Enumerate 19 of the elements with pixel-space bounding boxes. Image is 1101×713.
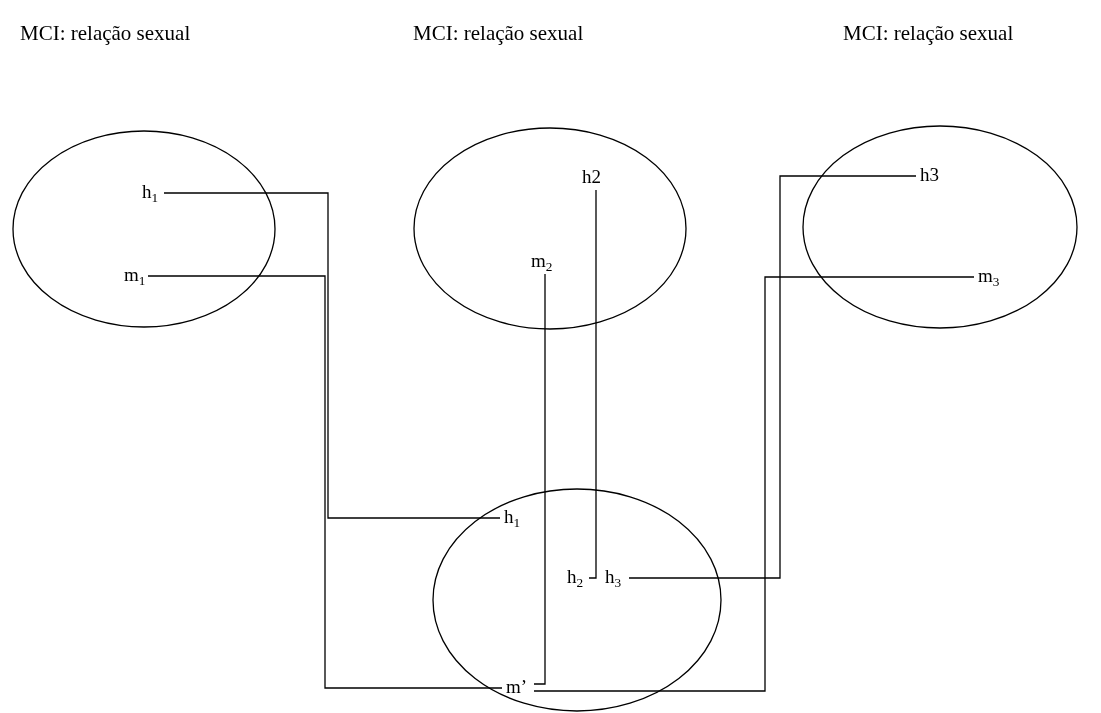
variable-label: h$_{1}$ [504,506,521,528]
variable-label: m’ [506,676,528,698]
variable-label: m$_{3}$ [978,265,1000,287]
variable-label: h$_{3}$ [605,566,622,588]
connector-line [628,175,917,579]
circle-title: MCI: relação sexual [20,20,191,46]
circle-title: MCI: relação sexual [843,20,1014,46]
connector-line [533,276,975,692]
variable-label: h$_{1}$ [142,181,159,203]
variable-label: h$_{2}$ [567,566,584,588]
connector-line [588,189,597,579]
variable-label: m$_{2}$ [531,250,553,272]
connector-line [163,192,501,519]
variable-label: h2 [582,166,601,188]
connector-line [147,275,503,689]
variable-label: m$_{1}$ [124,264,146,286]
connector-line [533,273,546,685]
variable-label: h3 [920,164,939,186]
circle-title: MCI: relação sexual [413,20,584,46]
